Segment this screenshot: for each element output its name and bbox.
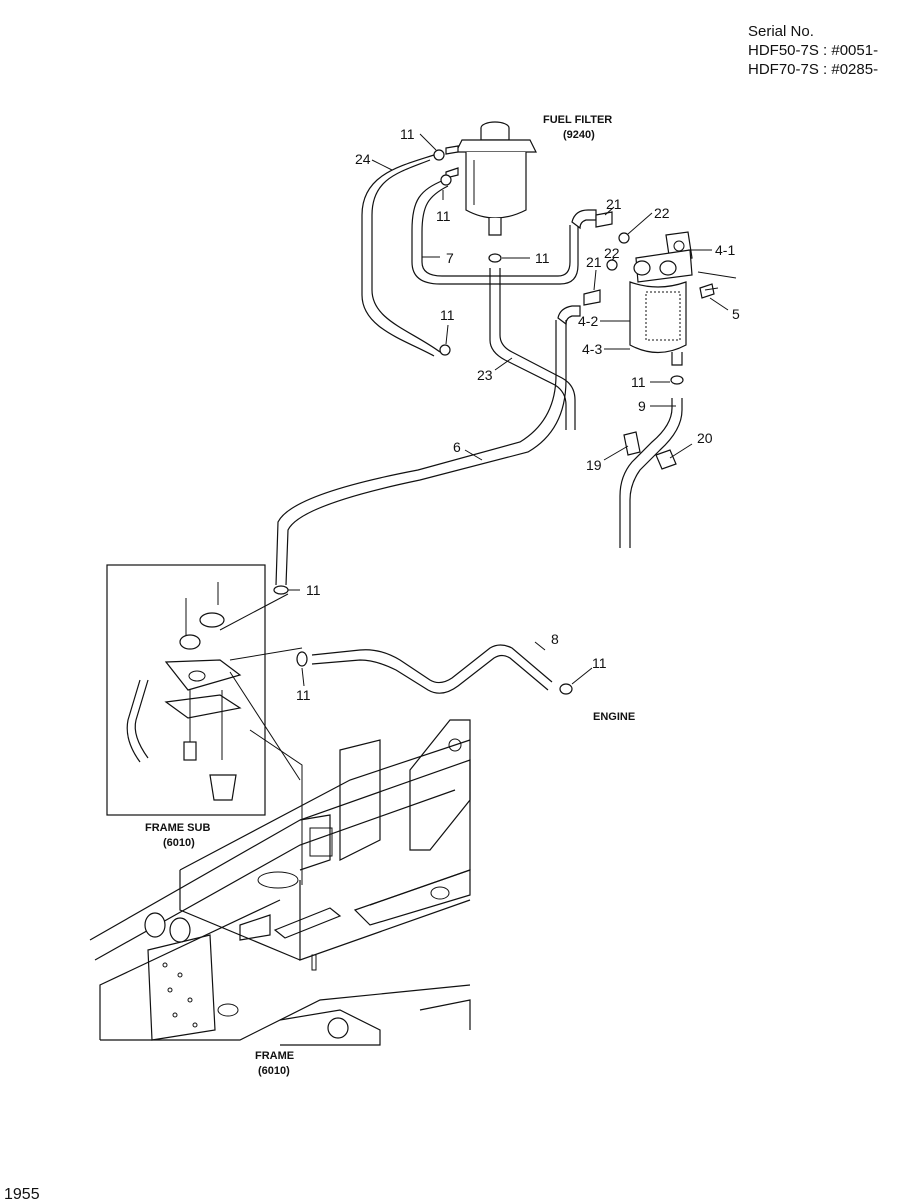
hose-9 bbox=[629, 398, 683, 548]
water-separator-assembly bbox=[583, 211, 719, 366]
callout-8: 8 bbox=[551, 631, 559, 647]
callout-4-1: 4-1 bbox=[715, 242, 735, 258]
callout-11-engine: 11 bbox=[592, 655, 607, 671]
serial-number-block: Serial No. HDF50-7S : #0051- HDF70-7S : … bbox=[748, 22, 878, 79]
page-number: 1955 bbox=[4, 1186, 40, 1203]
callout-19: 19 bbox=[586, 457, 602, 473]
hose-7 bbox=[411, 179, 579, 285]
hose-23 bbox=[489, 268, 567, 430]
callout-11-hose24-top: 11 bbox=[400, 126, 415, 142]
caption-frame: FRAME bbox=[255, 1050, 294, 1062]
leader-lines bbox=[288, 133, 737, 687]
serial-title: Serial No. bbox=[748, 23, 814, 40]
hose-6 bbox=[285, 320, 567, 586]
callout-11-hose6-bottom: 11 bbox=[306, 582, 321, 598]
clamp-11-hose7 bbox=[440, 174, 452, 186]
clamp-11-hose24-top bbox=[433, 149, 445, 161]
callout-5: 5 bbox=[732, 306, 740, 322]
clamp-11-filter-outlet bbox=[488, 253, 502, 263]
clamp-11-separator-bottom bbox=[670, 375, 684, 385]
caption-fuel-filter-code: (9240) bbox=[563, 129, 595, 141]
callout-24: 24 bbox=[355, 151, 371, 167]
clamp-11-hose6-bottom bbox=[273, 585, 289, 595]
callout-21-upper: 21 bbox=[606, 196, 622, 212]
caption-fuel-filter: FUEL FILTER bbox=[543, 114, 612, 126]
callout-11-filter-outlet: 11 bbox=[535, 250, 550, 266]
clip-19 bbox=[623, 431, 641, 456]
fuel-tank-sender-assembly bbox=[126, 582, 303, 801]
fuel-filter-part bbox=[445, 121, 537, 236]
hose-8 bbox=[311, 644, 553, 684]
caption-engine: ENGINE bbox=[593, 711, 635, 723]
clamp-11-hose8-left bbox=[296, 651, 308, 667]
callout-4-2: 4-2 bbox=[578, 313, 598, 329]
caption-frame-code: (6010) bbox=[258, 1065, 290, 1077]
callout-4-3: 4-3 bbox=[582, 341, 602, 357]
callout-22-upper: 22 bbox=[654, 205, 670, 221]
callout-21-lower: 21 bbox=[586, 254, 602, 270]
serial-line-hdf50: HDF50-7S : #0051- bbox=[748, 42, 879, 59]
truck-frame bbox=[89, 719, 471, 1046]
callout-20: 20 bbox=[697, 430, 713, 446]
callout-11-hose7: 11 bbox=[436, 208, 451, 224]
callout-6: 6 bbox=[453, 439, 461, 455]
callout-23: 23 bbox=[477, 367, 493, 383]
serial-line-hdf70: HDF70-7S : #0285- bbox=[748, 61, 879, 78]
bolt-20 bbox=[655, 449, 677, 470]
callout-11-hose24-bottom: 11 bbox=[440, 307, 455, 323]
callout-11-hose8-left: 11 bbox=[296, 687, 311, 703]
frame-sub-inset-box bbox=[106, 564, 266, 816]
hose-24 bbox=[371, 159, 441, 353]
callout-22-lower: 22 bbox=[604, 245, 620, 261]
caption-frame-sub-code: (6010) bbox=[163, 837, 195, 849]
callout-7: 7 bbox=[446, 250, 454, 266]
callout-11-separator-bottom: 11 bbox=[631, 374, 646, 390]
caption-frame-sub: FRAME SUB bbox=[145, 822, 210, 834]
clamp-11-hose24-bottom bbox=[439, 344, 451, 356]
frame-bracket-holes bbox=[162, 962, 198, 1028]
callout-9: 9 bbox=[638, 398, 646, 414]
clamp-11-engine bbox=[559, 683, 573, 695]
